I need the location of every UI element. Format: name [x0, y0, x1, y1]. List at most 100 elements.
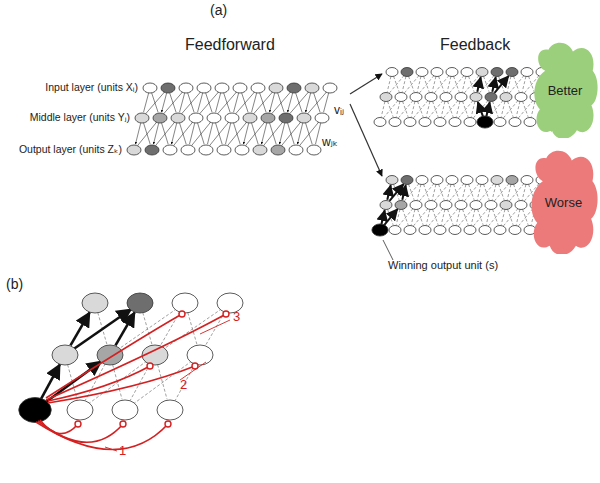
neuron-unit [67, 400, 93, 420]
connection [399, 100, 414, 117]
neuron-unit [82, 293, 108, 313]
connection [429, 208, 444, 225]
connection [420, 183, 435, 200]
connection [519, 208, 534, 225]
layer-label: Middle layer (units Yⱼ) [30, 111, 130, 123]
neuron-unit [404, 226, 416, 235]
connection [418, 209, 424, 225]
neuron-unit [431, 176, 443, 185]
connection [144, 93, 149, 112]
connection [164, 309, 222, 349]
connection [180, 93, 185, 112]
connection [152, 93, 159, 113]
neuron-unit [461, 68, 473, 77]
connection [463, 101, 469, 117]
neuron-unit [380, 93, 392, 102]
connection [469, 76, 475, 92]
neuron-unit [509, 118, 521, 127]
connection [287, 123, 294, 145]
connection [396, 209, 400, 224]
connection [435, 75, 450, 92]
neuron-unit [440, 201, 452, 210]
active-connection [115, 313, 134, 346]
connection [516, 209, 520, 224]
connection [251, 123, 258, 145]
neuron-unit [491, 68, 503, 77]
connection [433, 209, 439, 225]
neuron-unit [197, 83, 211, 93]
connection [198, 93, 203, 112]
neuron-unit [449, 118, 461, 127]
neuron-unit [251, 83, 265, 93]
neuron-unit [143, 83, 157, 93]
transition-arrow [350, 74, 382, 94]
neuron-unit [389, 118, 401, 127]
connection [477, 184, 481, 199]
connection [489, 100, 504, 117]
neuron-unit [479, 226, 491, 235]
neuron-unit [179, 83, 193, 93]
neuron-unit [172, 293, 198, 313]
connection [450, 75, 465, 92]
neuron-unit [112, 400, 138, 420]
connection [381, 209, 385, 224]
neuron-unit [52, 345, 78, 365]
connection [493, 209, 499, 225]
connection [414, 208, 429, 225]
neuron-unit [386, 176, 398, 185]
neuron-unit [279, 113, 293, 123]
neuron-unit [145, 145, 159, 155]
connection [135, 123, 140, 144]
connection [462, 184, 466, 199]
connection [215, 123, 222, 145]
active-connection [381, 210, 384, 224]
connection [74, 309, 132, 349]
connection [471, 209, 475, 224]
connection [381, 101, 385, 116]
neuron-unit [163, 145, 177, 155]
neuron-unit [500, 93, 512, 102]
connection [444, 100, 459, 117]
connection [492, 76, 496, 91]
active-connection [402, 185, 405, 199]
connection [188, 93, 195, 113]
neuron-unit [416, 68, 428, 77]
connection [158, 365, 167, 400]
neuron-unit [419, 118, 431, 127]
connection [501, 209, 505, 224]
connection [394, 76, 400, 92]
neuron-unit [461, 176, 473, 185]
connection [153, 123, 158, 144]
annotation: Winning output unit (s) [388, 259, 498, 272]
panel-heading: Feedback [440, 36, 510, 54]
neuron-unit [446, 176, 458, 185]
connection [188, 313, 197, 345]
neuron-unit [153, 113, 167, 123]
neuron-unit [485, 93, 497, 102]
connection [234, 93, 239, 112]
connection [465, 183, 480, 200]
neuron-unit [161, 83, 175, 93]
connection [426, 209, 430, 224]
neuron-unit [243, 113, 257, 123]
connection [197, 123, 204, 145]
connection [508, 209, 514, 225]
neural-networks [19, 68, 548, 423]
neuron-unit [506, 68, 518, 77]
connection [411, 209, 415, 224]
connection [454, 184, 460, 200]
connection [417, 76, 421, 91]
connection [523, 209, 529, 225]
neuron-unit [506, 176, 518, 185]
connection [260, 93, 267, 113]
neuron-unit [386, 68, 398, 77]
connection [459, 100, 474, 117]
connection [388, 101, 394, 117]
connection [396, 101, 400, 116]
connection [134, 361, 192, 404]
connection [305, 123, 312, 145]
connection [243, 123, 248, 144]
connection [504, 100, 519, 117]
connection [225, 123, 230, 144]
